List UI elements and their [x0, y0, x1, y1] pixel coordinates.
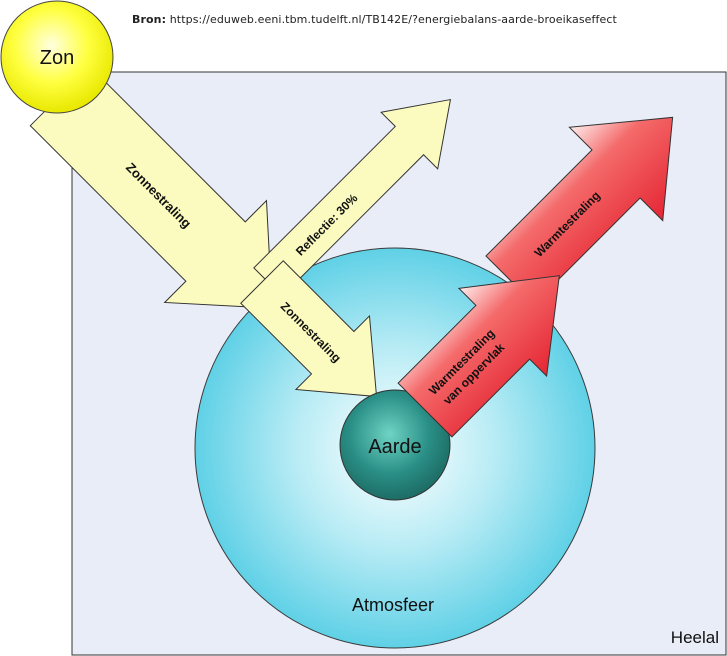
- sun-label: Zon: [40, 47, 74, 69]
- incoming-solar-arrow: Zonnestraling: [29, 65, 273, 309]
- sun-circle: [0, 0, 114, 114]
- universe-label: Heelal: [671, 628, 719, 647]
- earth-label: Aarde: [368, 436, 421, 458]
- surface-heat-arrow: Warmtestraling van oppervlak: [397, 275, 560, 438]
- source-citation: Bron: https://eduweb.eeni.tbm.tudelft.nl…: [132, 13, 617, 26]
- earth-circle: [339, 389, 451, 501]
- atmosphere-label: Atmosfeer: [352, 595, 434, 615]
- solar-to-earth-arrow: Zonnestraling: [240, 260, 378, 398]
- source-label: Bron:: [132, 13, 167, 26]
- source-url[interactable]: https://eduweb.eeni.tbm.tudelft.nl/TB142…: [169, 13, 617, 26]
